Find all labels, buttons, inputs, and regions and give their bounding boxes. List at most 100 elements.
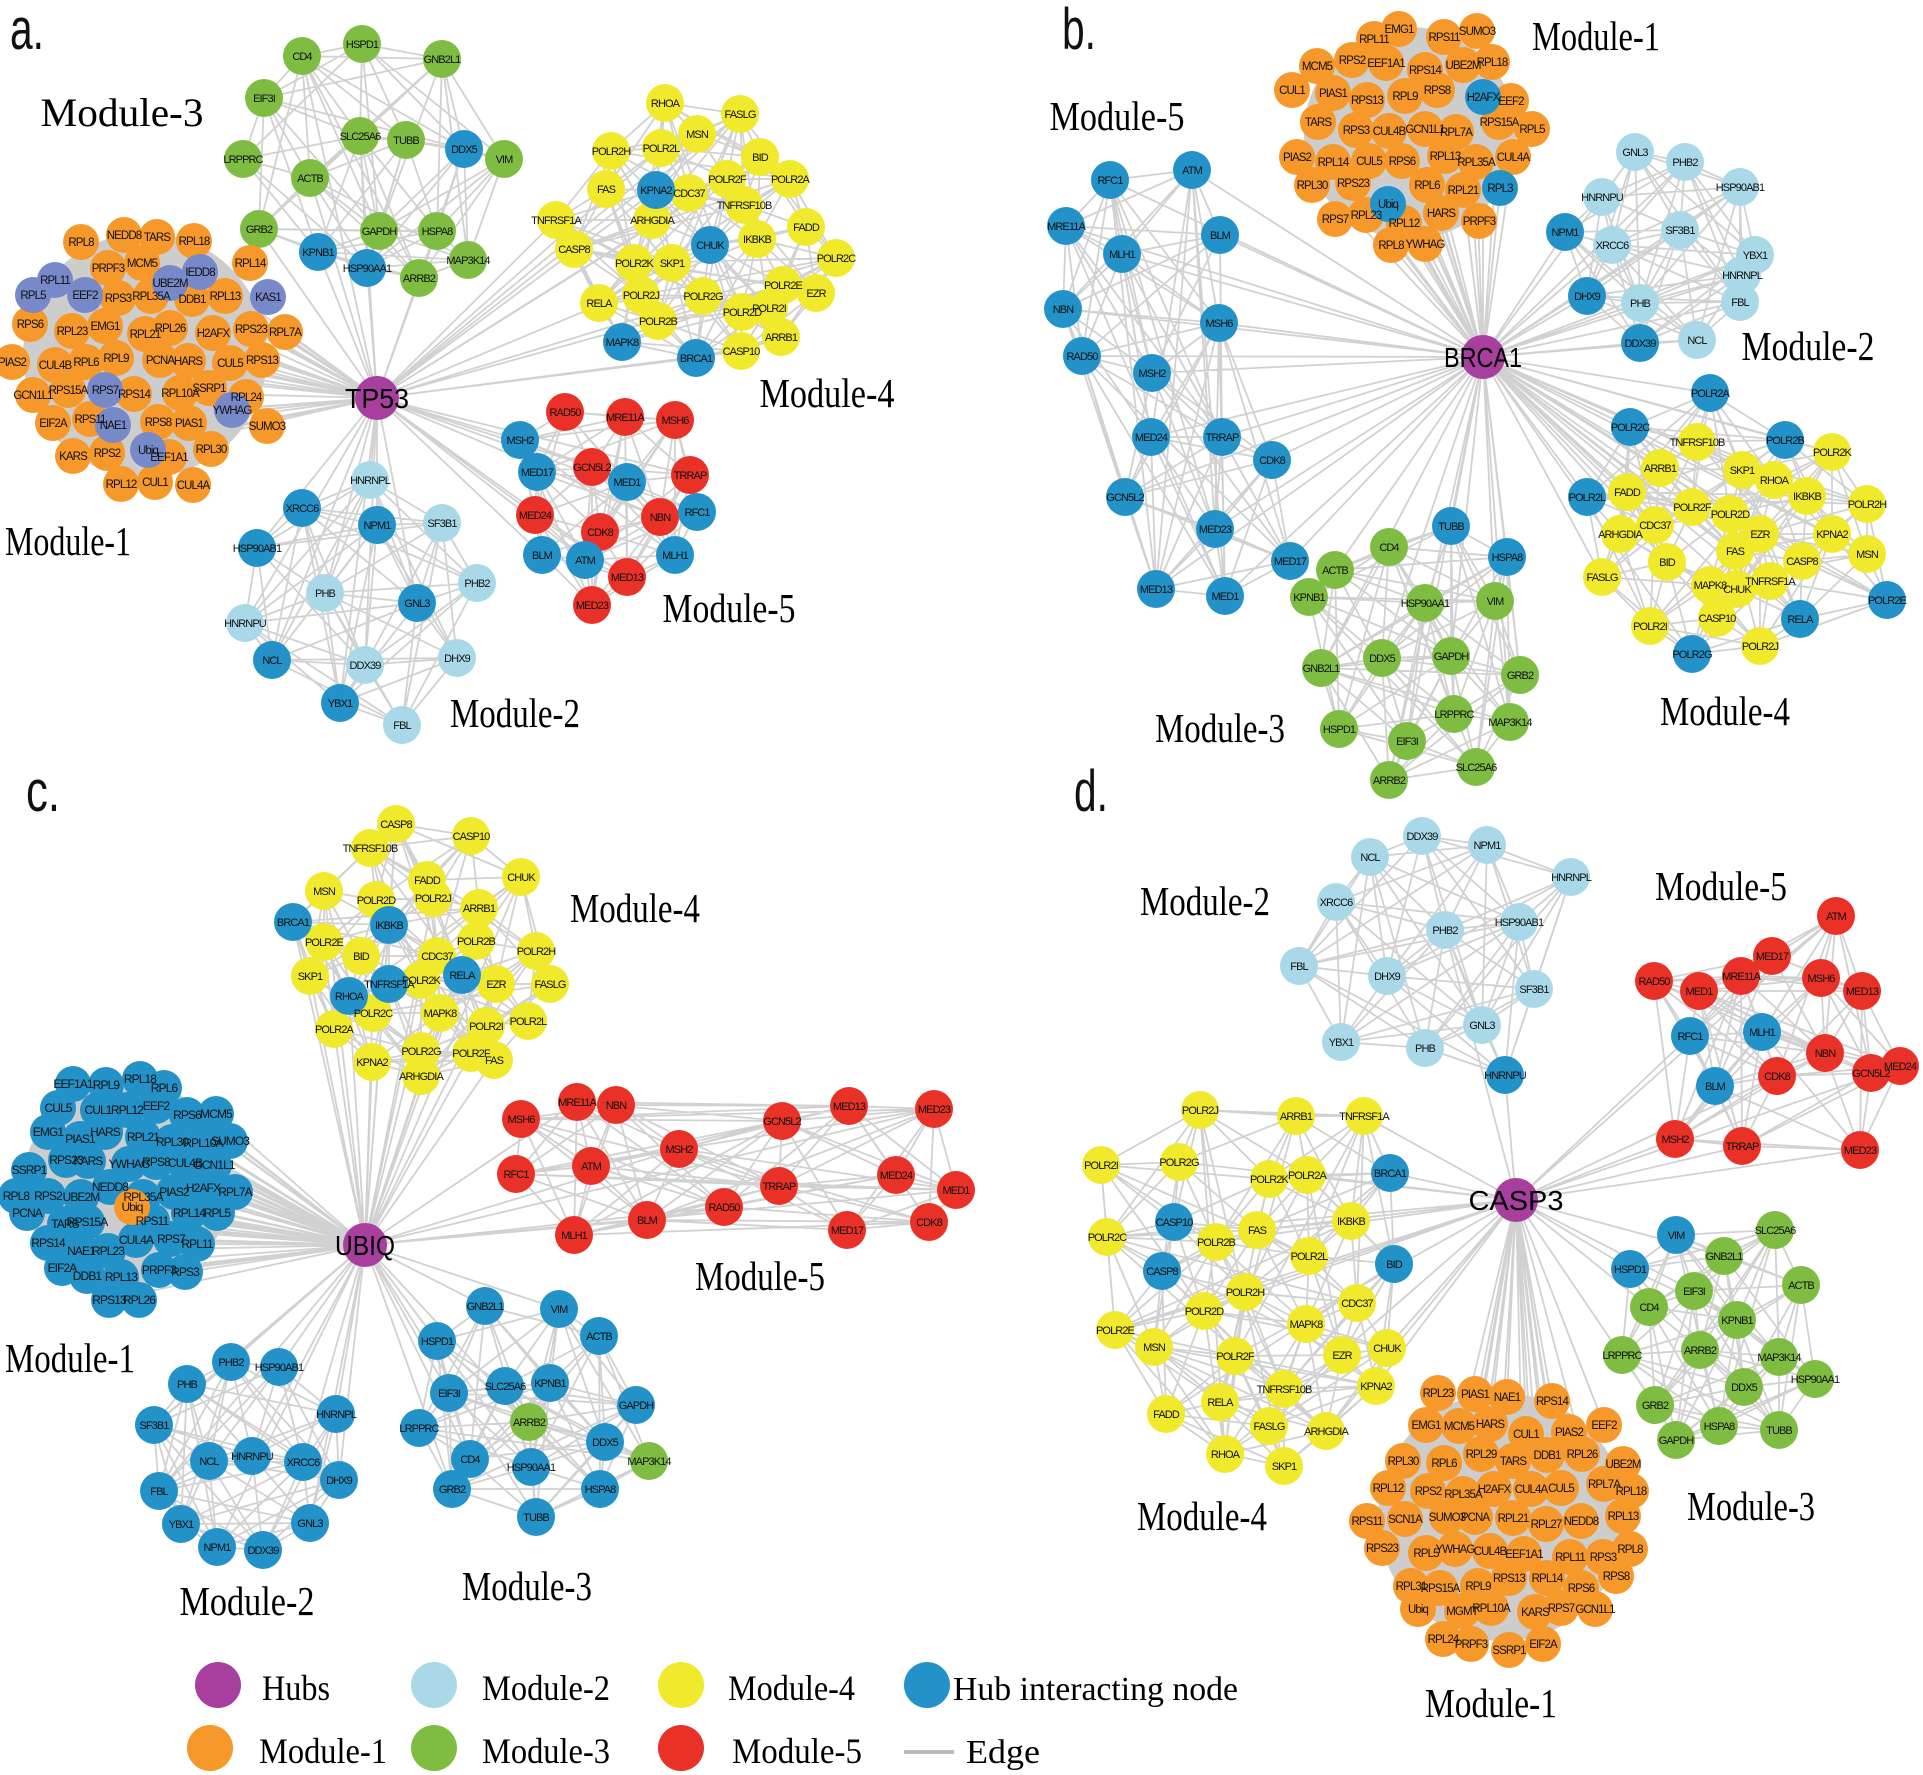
svg-text:Module-3: Module-3 — [462, 1563, 592, 1609]
svg-text:NBN: NBN — [650, 512, 671, 524]
svg-text:PRPF3: PRPF3 — [142, 1263, 177, 1277]
svg-text:Ubiq: Ubiq — [1408, 1604, 1429, 1616]
svg-text:TARS: TARS — [1305, 117, 1332, 129]
svg-text:HNRNPU: HNRNPU — [231, 1451, 274, 1463]
svg-text:PHB: PHB — [177, 1379, 197, 1391]
svg-text:GAPDH: GAPDH — [362, 226, 398, 238]
svg-text:SLC25A6: SLC25A6 — [340, 131, 382, 143]
svg-text:RPL21: RPL21 — [1448, 185, 1479, 197]
svg-text:FASLG: FASLG — [1587, 572, 1618, 584]
svg-text:POLR2L: POLR2L — [510, 1016, 548, 1028]
svg-text:BID: BID — [1386, 1259, 1403, 1271]
svg-text:SLC25A6: SLC25A6 — [1755, 1225, 1797, 1237]
svg-text:RAD50: RAD50 — [709, 1202, 741, 1214]
svg-text:FADD: FADD — [1153, 1409, 1180, 1421]
svg-text:RPL6: RPL6 — [73, 357, 99, 369]
svg-text:RPS7: RPS7 — [157, 1232, 186, 1246]
svg-text:Hubs: Hubs — [262, 1668, 330, 1708]
svg-text:YBX1: YBX1 — [328, 698, 353, 710]
svg-text:POLR2A: POLR2A — [1691, 388, 1731, 400]
svg-text:Module-4: Module-4 — [728, 1668, 855, 1708]
svg-text:FADD: FADD — [793, 222, 820, 234]
svg-text:RPS8: RPS8 — [1424, 85, 1451, 97]
svg-text:CD4: CD4 — [460, 1454, 480, 1466]
svg-text:BID: BID — [353, 951, 370, 963]
svg-text:POLR2F: POLR2F — [1673, 502, 1712, 514]
svg-text:POLR2B: POLR2B — [1197, 1237, 1236, 1249]
svg-text:GNB2L1: GNB2L1 — [1706, 1251, 1744, 1263]
svg-text:CASP8: CASP8 — [1146, 1266, 1178, 1278]
svg-text:CHUK: CHUK — [507, 872, 536, 884]
svg-text:MRE11A: MRE11A — [1047, 221, 1086, 233]
svg-text:MLH1: MLH1 — [662, 550, 689, 562]
svg-text:NPM1: NPM1 — [204, 1542, 232, 1554]
svg-text:GRB2: GRB2 — [1507, 670, 1534, 682]
svg-text:FADD: FADD — [1614, 487, 1641, 499]
svg-text:CDC37: CDC37 — [1341, 1298, 1373, 1310]
svg-text:SLC25A6: SLC25A6 — [485, 1381, 527, 1393]
svg-text:POLR2B: POLR2B — [1766, 435, 1805, 447]
svg-text:SUMO3: SUMO3 — [1429, 1512, 1466, 1524]
svg-text:DDB1: DDB1 — [178, 294, 206, 306]
svg-text:EEF2: EEF2 — [1498, 96, 1524, 108]
svg-text:FASLG: FASLG — [1254, 1421, 1285, 1433]
svg-text:ARRB1: ARRB1 — [463, 903, 496, 915]
svg-text:POLR2C: POLR2C — [354, 1008, 394, 1020]
svg-text:POLR2F: POLR2F — [1216, 1351, 1255, 1363]
svg-text:Module-5: Module-5 — [695, 1253, 825, 1299]
svg-text:PHB2: PHB2 — [1432, 925, 1458, 937]
svg-text:SSRP1: SSRP1 — [192, 383, 226, 395]
svg-text:RPL30: RPL30 — [1388, 1456, 1419, 1468]
svg-text:CASP10: CASP10 — [1699, 613, 1737, 625]
svg-text:FBL: FBL — [1290, 961, 1308, 973]
svg-text:EIF3I: EIF3I — [1396, 736, 1419, 748]
svg-text:CASP8: CASP8 — [1786, 556, 1818, 568]
svg-text:Module-3: Module-3 — [41, 90, 204, 135]
svg-text:RPS7: RPS7 — [1548, 1603, 1575, 1615]
svg-text:ARHGDIA: ARHGDIA — [1304, 1426, 1349, 1438]
svg-text:POLR2E: POLR2E — [764, 280, 803, 292]
svg-text:POLR2H: POLR2H — [517, 946, 557, 958]
svg-text:RPL12: RPL12 — [1373, 1483, 1404, 1495]
svg-text:CHUK: CHUK — [1373, 1343, 1402, 1355]
svg-text:CDC37: CDC37 — [1639, 520, 1671, 532]
svg-text:PHB: PHB — [1630, 298, 1650, 310]
svg-text:TARS: TARS — [1500, 1456, 1527, 1468]
svg-text:HARS: HARS — [1427, 208, 1457, 220]
svg-text:TRRAP: TRRAP — [763, 1181, 796, 1193]
svg-text:CD4: CD4 — [292, 51, 312, 63]
svg-text:GAPDH: GAPDH — [1659, 1435, 1695, 1447]
svg-text:CUL1: CUL1 — [1513, 1429, 1539, 1441]
svg-text:Module-3: Module-3 — [1155, 705, 1285, 751]
svg-text:RPL10A: RPL10A — [1472, 1603, 1511, 1615]
svg-text:SSRP1: SSRP1 — [12, 1163, 48, 1177]
svg-text:VIM: VIM — [551, 1304, 569, 1316]
svg-text:RPL9: RPL9 — [103, 353, 129, 365]
svg-text:PIAS2: PIAS2 — [159, 1185, 190, 1199]
svg-text:ATM: ATM — [581, 1161, 601, 1173]
svg-text:KPNA2: KPNA2 — [1816, 529, 1848, 541]
svg-text:Module-1: Module-1 — [1532, 13, 1660, 59]
svg-text:EMG1: EMG1 — [1412, 1420, 1441, 1432]
svg-text:POLR2I: POLR2I — [752, 303, 787, 315]
svg-text:POLR2K: POLR2K — [1250, 1174, 1290, 1186]
svg-text:MED13: MED13 — [611, 572, 644, 584]
svg-text:DHX9: DHX9 — [444, 653, 471, 665]
svg-text:POLR2L: POLR2L — [643, 143, 681, 155]
svg-text:H2AFX: H2AFX — [1467, 92, 1501, 104]
svg-text:KPNB1: KPNB1 — [1293, 592, 1325, 604]
svg-text:Module-4: Module-4 — [1660, 688, 1790, 734]
svg-text:PIAS1: PIAS1 — [1319, 88, 1348, 100]
svg-text:HSP90AB1: HSP90AB1 — [255, 1362, 304, 1374]
svg-text:RPL11: RPL11 — [1359, 34, 1389, 46]
svg-text:MED17: MED17 — [831, 1225, 864, 1237]
svg-text:DDX39: DDX39 — [350, 660, 382, 672]
svg-text:POLR2H: POLR2H — [592, 146, 632, 158]
svg-text:MSH6: MSH6 — [662, 415, 690, 427]
svg-text:RPL35A: RPL35A — [123, 1190, 163, 1204]
svg-text:POLR2F: POLR2F — [452, 1048, 491, 1060]
svg-text:IKBKB: IKBKB — [1337, 1216, 1365, 1228]
svg-text:Hub interacting node: Hub interacting node — [953, 1671, 1238, 1708]
svg-text:Ubiq: Ubiq — [138, 445, 159, 457]
svg-text:GNL3: GNL3 — [404, 598, 430, 610]
